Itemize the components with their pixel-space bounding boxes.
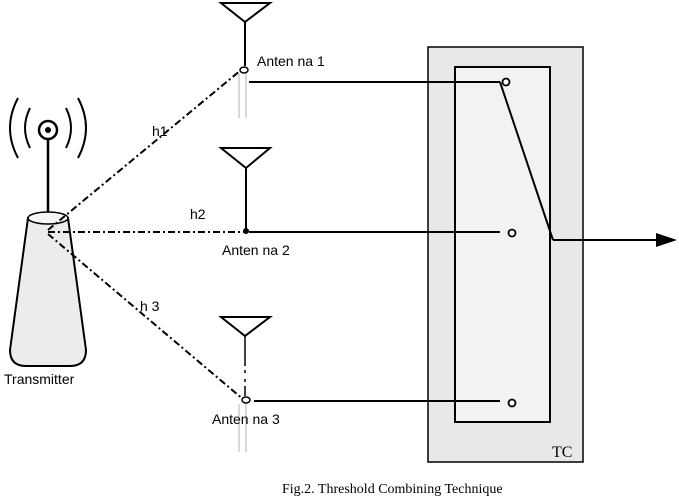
radio-wave-right-inner <box>65 107 72 149</box>
radio-wave-right-outer <box>77 97 87 159</box>
antenna-3-label: Anten na 3 <box>212 411 280 427</box>
transmitter-label: Transmitter <box>4 371 75 387</box>
output <box>553 233 677 247</box>
antenna-2: Anten na 2 <box>218 147 290 258</box>
antenna-1-icon <box>218 1 273 24</box>
antenna-3: Anten na 3 <box>212 316 280 452</box>
channel-2-label: h2 <box>190 206 206 222</box>
figure-caption: Fig.2. Threshold Combining Technique <box>282 482 503 497</box>
radio-wave-left-outer <box>9 97 19 159</box>
output-arrow-icon <box>656 233 677 247</box>
channel-path-3 <box>47 233 245 401</box>
radio-wave-left-inner <box>24 107 31 149</box>
channel-3-label: h 3 <box>140 298 160 314</box>
switch-contact-2-icon <box>507 228 517 238</box>
combiner-inner-box <box>454 66 551 423</box>
channel-paths: h1 h2 h 3 <box>47 69 246 401</box>
antenna-1-label: Anten na 1 <box>257 53 325 69</box>
selector-switch <box>499 77 554 408</box>
combiner-label: TC <box>552 444 572 461</box>
switch-contact-1-icon <box>501 77 511 87</box>
antenna-3-node <box>241 396 251 404</box>
transmitter: Transmitter <box>4 97 88 387</box>
channel-1-label: h1 <box>152 123 168 139</box>
antenna-2-node <box>243 228 249 234</box>
antenna-2-icon <box>218 147 273 170</box>
switch-blade <box>499 81 554 241</box>
antenna-2-label: Anten na 2 <box>222 242 290 258</box>
antenna-1: Anten na 1 <box>218 1 325 118</box>
antenna-1-node <box>239 66 249 74</box>
transmitter-body <box>8 217 88 367</box>
channel-path-1 <box>47 69 242 231</box>
threshold-combiner: TC <box>427 46 584 463</box>
feed-lines <box>249 81 500 402</box>
antenna-3-icon <box>218 316 273 338</box>
transmitter-antenna-tip-icon <box>37 119 59 141</box>
switch-contact-3-icon <box>507 398 517 408</box>
